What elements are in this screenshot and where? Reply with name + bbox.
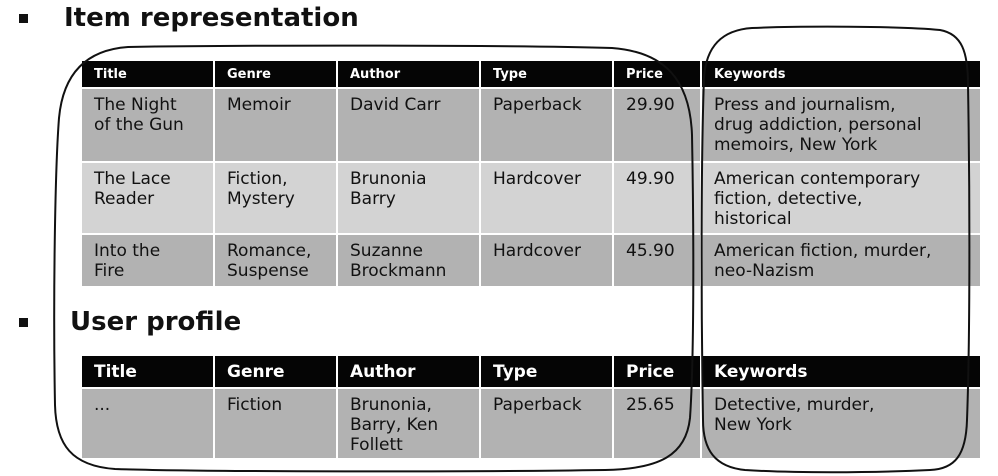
column-header-genre: Genre	[213, 356, 337, 388]
cell-genre: Romance, Suspense	[213, 233, 337, 286]
section-title-item-representation: Item representation	[64, 3, 359, 33]
table-row: The Lace Reader Fiction, Mystery Brunoni…	[82, 161, 980, 234]
cell-type: Paperback	[479, 387, 613, 458]
table-row: The Night of the Gun Memoir David Carr P…	[82, 87, 980, 162]
bullet-icon	[19, 318, 28, 327]
column-header-type: Type	[479, 356, 613, 388]
column-header-keywords: Keywords	[700, 356, 980, 388]
column-header-keywords: Keywords	[700, 61, 980, 88]
cell-keywords: Detective, murder, New York	[700, 387, 980, 458]
cell-keywords: American contemporary fiction, detective…	[700, 161, 980, 234]
cell-title: The Night of the Gun	[82, 87, 214, 162]
user-profile-table: Title Genre Author Type Price Keywords .…	[82, 356, 980, 458]
cell-price: 49.90	[612, 161, 701, 234]
section-title-user-profile: User profile	[70, 307, 242, 337]
item-representation-table: Title Genre Author Type Price Keywords T…	[82, 61, 980, 286]
table-header-row: Title Genre Author Type Price Keywords	[82, 61, 980, 88]
cell-title: Into the Fire	[82, 233, 214, 286]
bullet-icon	[19, 14, 28, 23]
column-header-price: Price	[612, 61, 701, 88]
cell-title: The Lace Reader	[82, 161, 214, 234]
cell-keywords: American fiction, murder, neo-Nazism	[700, 233, 980, 286]
column-header-author: Author	[336, 356, 480, 388]
column-header-title: Title	[82, 356, 214, 388]
cell-author: Brunonia, Barry, Ken Follett	[336, 387, 480, 458]
cell-genre: Memoir	[213, 87, 337, 162]
table-header-row: Title Genre Author Type Price Keywords	[82, 356, 980, 388]
cell-keywords: Press and journalism, drug addiction, pe…	[700, 87, 980, 162]
cell-author: Brunonia Barry	[336, 161, 480, 234]
table-row: ... Fiction Brunonia, Barry, Ken Follett…	[82, 387, 980, 458]
cell-genre: Fiction	[213, 387, 337, 458]
column-header-type: Type	[479, 61, 613, 88]
cell-type: Hardcover	[479, 161, 613, 234]
column-header-price: Price	[612, 356, 701, 388]
column-header-genre: Genre	[213, 61, 337, 88]
cell-price: 29.90	[612, 87, 701, 162]
cell-price: 45.90	[612, 233, 701, 286]
column-header-author: Author	[336, 61, 480, 88]
cell-genre: Fiction, Mystery	[213, 161, 337, 234]
table-row: Into the Fire Romance, Suspense Suzanne …	[82, 233, 980, 286]
cell-price: 25.65	[612, 387, 701, 458]
cell-type: Hardcover	[479, 233, 613, 286]
cell-title: ...	[82, 387, 214, 458]
column-header-title: Title	[82, 61, 214, 88]
cell-author: Suzanne Brockmann	[336, 233, 480, 286]
cell-author: David Carr	[336, 87, 480, 162]
cell-type: Paperback	[479, 87, 613, 162]
